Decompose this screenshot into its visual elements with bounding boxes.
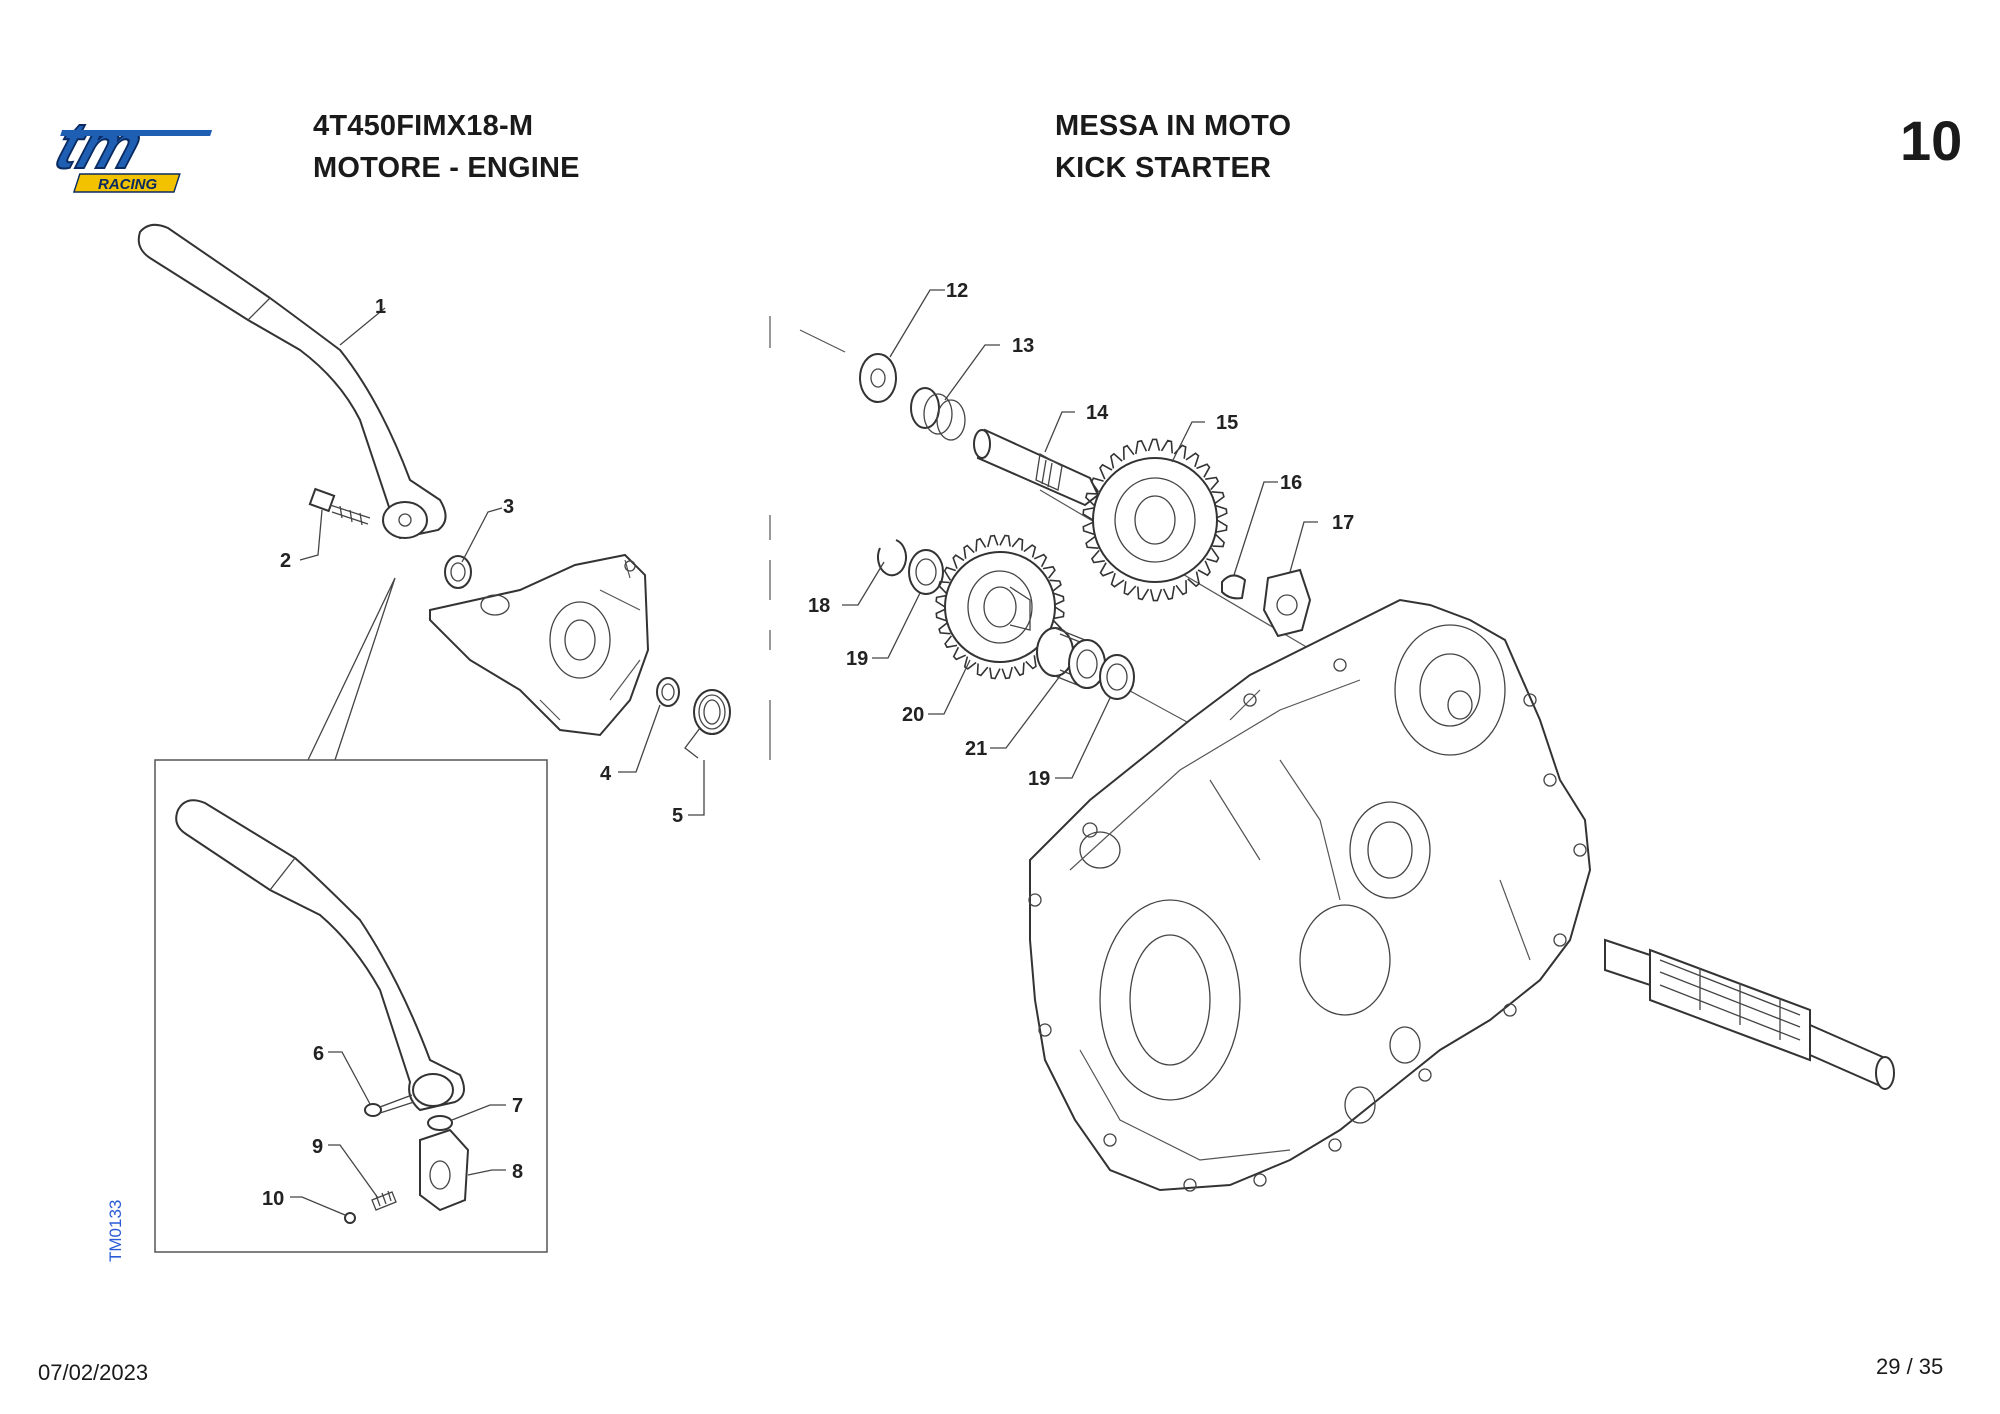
- callout-8: 8: [512, 1161, 523, 1183]
- callout-2: 2: [280, 550, 291, 572]
- callout-6: 6: [313, 1043, 324, 1065]
- callout-4: 4: [600, 763, 612, 785]
- callout-9: 9: [312, 1136, 323, 1158]
- lever-bolt: [308, 487, 371, 526]
- group-title-it: MESSA IN MOTO: [1055, 110, 1292, 142]
- splined-shaft: [1604, 938, 1895, 1090]
- needle-bearing-21: [1036, 627, 1106, 689]
- group-title-en: KICK STARTER: [1055, 152, 1272, 184]
- svg-text:tm: tm: [47, 118, 151, 183]
- callout-17: 17: [1332, 512, 1354, 534]
- tm-racing-logo: tm RACING: [46, 118, 213, 193]
- callout-3: 3: [503, 496, 514, 518]
- kick-lever: [137, 223, 447, 540]
- washer-19-right: [1099, 654, 1135, 700]
- model-code: 4T450FIMX18-M: [313, 110, 534, 142]
- washer-12: [859, 353, 897, 403]
- callout-labels: 1 2 3 4 5 6 7 8 9 10 12 13 14 15 16 17 1…: [262, 280, 1354, 1210]
- table-number: 10: [1900, 109, 1963, 172]
- callout-18: 18: [808, 595, 830, 617]
- callout-15: 15: [1216, 412, 1238, 434]
- section-title: MOTORE - ENGINE: [313, 152, 580, 184]
- inset-spring-pin: [371, 1190, 397, 1211]
- callout-12: 12: [946, 280, 968, 302]
- washer-19-left: [908, 549, 944, 595]
- clutch-cover: [429, 553, 650, 737]
- oil-seal: [444, 555, 472, 589]
- callout-13: 13: [1012, 335, 1034, 357]
- callout-19-right: 19: [1028, 768, 1050, 790]
- callout-leaders: [290, 289, 1318, 1216]
- callout-5: 5: [672, 805, 683, 827]
- kick-gear-15: [1082, 438, 1228, 602]
- callout-14: 14: [1086, 402, 1109, 424]
- kick-shaft: [973, 428, 1100, 507]
- inset-hub: [419, 1128, 470, 1212]
- idler-gear-20: [935, 534, 1065, 680]
- callout-10: 10: [262, 1188, 284, 1210]
- callout-21: 21: [965, 738, 987, 760]
- page-counter: 29 / 35: [1876, 1354, 1944, 1379]
- inset-screw: [364, 1094, 415, 1117]
- print-date: 07/02/2023: [38, 1360, 149, 1385]
- ratchet-plate-17: [1262, 568, 1312, 638]
- return-spring: [684, 689, 731, 759]
- spring-13: [910, 387, 966, 441]
- inset-o-ring: [427, 1115, 453, 1131]
- inset-frame: [154, 759, 548, 1253]
- callout-20: 20: [902, 704, 924, 726]
- inset-ball: [344, 1212, 356, 1224]
- circlip-18: [877, 539, 907, 577]
- callout-1: 1: [375, 296, 386, 318]
- crankcase: [1028, 598, 1592, 1192]
- inset-kick-lever: [175, 799, 465, 1112]
- svg-text:RACING: RACING: [98, 176, 157, 193]
- bushing: [656, 677, 680, 707]
- callout-19-left: 19: [846, 648, 868, 670]
- callout-7: 7: [512, 1095, 523, 1117]
- callout-16: 16: [1280, 472, 1302, 494]
- clip-16: [1221, 574, 1247, 600]
